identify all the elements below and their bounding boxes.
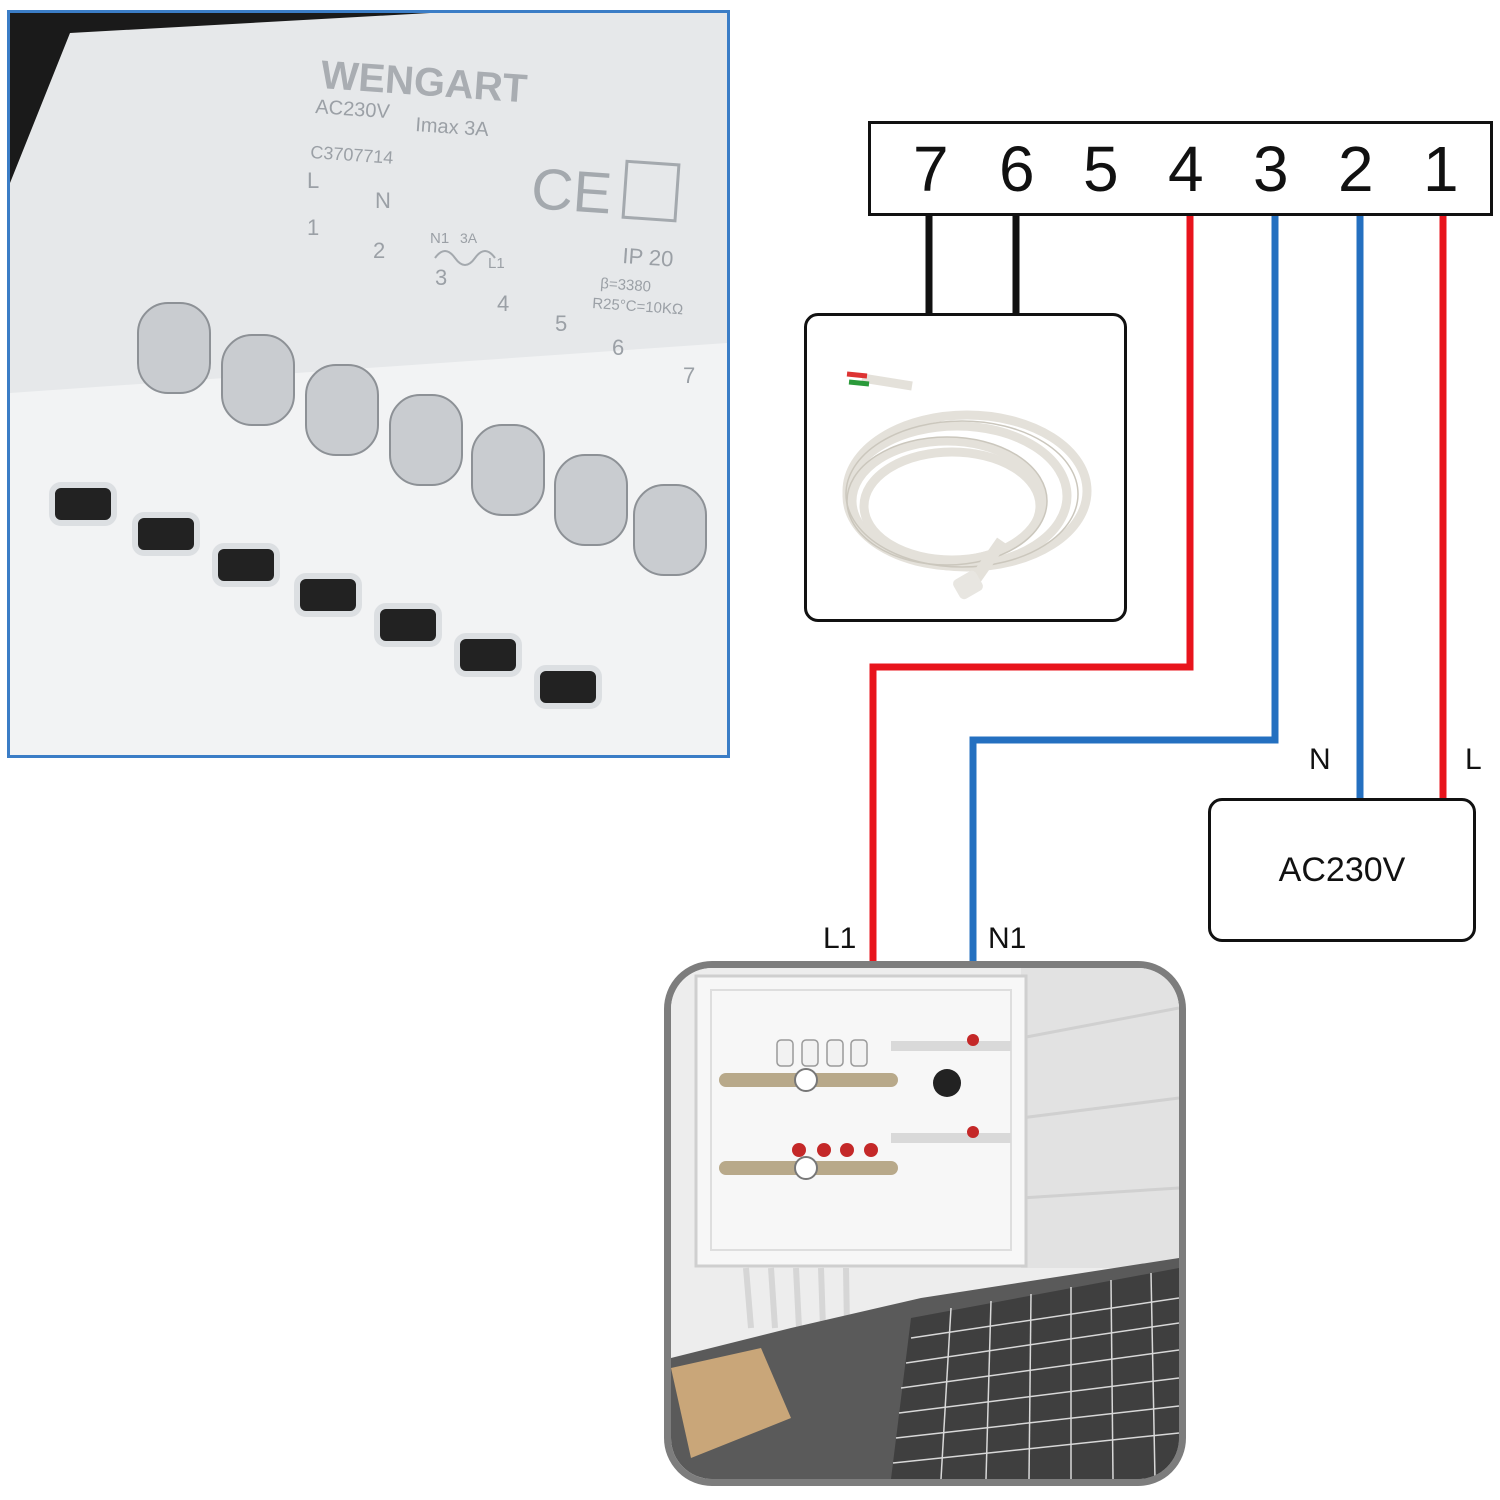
terminal-1: 1	[1423, 133, 1459, 205]
n1-wire-label: N1	[988, 922, 1027, 955]
double-insulation-icon	[621, 159, 681, 223]
terminal-num-5: 5	[555, 311, 567, 336]
terminal-5: 5	[1083, 133, 1119, 205]
terminal-2: 2	[1338, 133, 1374, 205]
terminal-4: 4	[1168, 133, 1204, 205]
l1-wire-label: L1	[823, 922, 857, 955]
terminal-num-2: 2	[373, 238, 385, 263]
ce-mark: CE	[529, 156, 614, 226]
underfloor-heating-grid	[892, 1272, 1179, 1479]
l-wire-label: L	[1465, 743, 1482, 776]
terminal-6: 6	[999, 133, 1035, 205]
terminal-num-7: 7	[683, 363, 695, 388]
terminal-num-6: 6	[612, 335, 624, 360]
heating-manifold-photo	[664, 961, 1186, 1486]
terminal-num-3: 3	[435, 265, 447, 290]
terminal-3: 3	[1253, 133, 1289, 205]
screw-terminals	[137, 302, 707, 576]
voltage-label: AC230V	[315, 96, 392, 123]
terminal-num-4: 4	[497, 291, 509, 316]
wire-entry-holes	[49, 482, 602, 709]
n-wire-label: N	[1309, 743, 1331, 776]
neutral-wire-n1	[969, 216, 1279, 962]
resistance-label: R25°C=10KΩ	[592, 295, 684, 318]
relay-current-label: 3A	[460, 230, 478, 246]
live-wire-l1	[869, 216, 1194, 962]
floor-sensor-box	[804, 313, 1127, 622]
manifold-cabinet	[694, 974, 1028, 1268]
current-label: Imax 3A	[415, 114, 490, 141]
terminal-7: 7	[913, 133, 949, 205]
terminal-num-1: 1	[307, 215, 319, 240]
terminal-label-l1: L1	[488, 255, 505, 272]
terminal-label-l: L	[307, 168, 319, 193]
power-source-label: AC230V	[1278, 850, 1406, 889]
power-source-box: AC230V	[1208, 798, 1476, 942]
thermostat-terminal-photo: WENGART AC230V Imax 3A C3707714 CE IP 20…	[7, 10, 730, 758]
terminal-label-n1: N1	[430, 230, 449, 247]
terminal-block: 7 6 5 4 3 2 1	[868, 121, 1493, 216]
terminal-label-n: N	[375, 188, 391, 213]
floor-sensor-cable-icon	[842, 371, 1092, 600]
beta-label: β=3380	[600, 275, 652, 295]
ip-rating-label: IP 20	[622, 243, 675, 271]
